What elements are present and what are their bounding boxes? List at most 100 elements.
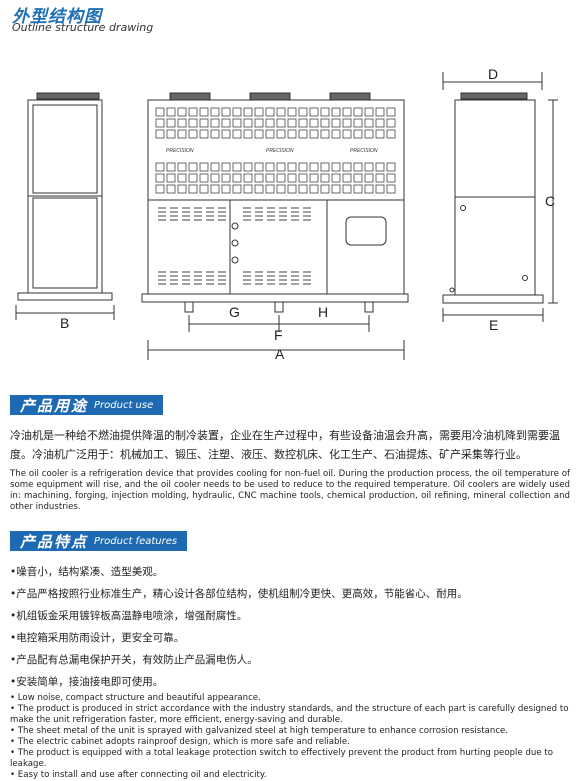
vent-cell [199,162,209,172]
vent-cell [320,118,330,128]
vent-cell [210,107,220,117]
vent-cell [188,173,198,183]
vent-cell [210,118,220,128]
vent-cell [364,107,374,117]
vent-cell [298,173,308,183]
product-features-banner: 产品特点 Product features [10,531,188,551]
vent-cell [353,162,363,172]
vent-cell [287,184,297,194]
vent-cell [177,129,187,139]
vent-cell [298,118,308,128]
front-view [141,92,409,360]
vent-cell [177,118,187,128]
vent-cell [166,129,176,139]
feature-item-en: • Low noise, compact structure and beaut… [10,693,261,703]
dimension-label-b: B [60,315,69,331]
product-features-title-cn: 产品特点 [20,532,89,551]
vent-cell [177,173,187,183]
vent-cell [276,129,286,139]
vent-cell [265,107,275,117]
vent-cell [331,162,341,172]
features-list-en: • Low noise, compact structure and beaut… [10,693,575,781]
vent-cell [364,173,374,183]
vent-cell [177,184,187,194]
product-use-text-en: The oil cooler is a refrigeration device… [10,469,570,512]
vent-cell [221,184,231,194]
vent-cell [199,107,209,117]
vent-cell [221,173,231,183]
vent-cell [320,184,330,194]
vent-cell [375,184,385,194]
vent-cell [166,107,176,117]
feature-item-en: • The sheet metal of the unit is sprayed… [10,726,509,736]
vent-cell [375,118,385,128]
page-title-en: Outline structure drawing [12,21,154,34]
vent-cell [298,184,308,194]
vent-cell [254,184,264,194]
louver-slots [158,207,311,285]
vent-cell [309,162,319,172]
vent-cell [331,173,341,183]
vent-grid [155,107,396,194]
vent-cell [287,162,297,172]
feature-item-cn: •产品严格按照行业标准生产，精心设计各部位结构，使机组制冷更快、更高效，节能省心… [10,588,468,600]
vent-cell [265,184,275,194]
brand-logo: PRECISION [266,148,294,154]
vent-cell [155,107,165,117]
vent-cell [298,162,308,172]
features-list-cn: •噪音小，结构紧凑、造型美观。 •产品严格按照行业标准生产，精心设计各部位结构，… [10,561,567,693]
vent-cell [331,184,341,194]
dimension-label-a: A [275,346,285,362]
vent-cell [342,107,352,117]
vent-cell [210,173,220,183]
dimension-label-c: C [545,193,555,209]
vent-cell [386,173,396,183]
vent-cell [188,162,198,172]
vent-cell [320,173,330,183]
brand-logo: PRECISION [166,148,194,154]
vent-cell [232,162,242,172]
feature-item-cn: •机组钣金采用镀锌板高温静电喷涂，增强耐腐性。 [10,610,248,622]
vent-cell [309,173,319,183]
vent-cell [199,118,209,128]
vent-cell [210,162,220,172]
vent-cell [276,162,286,172]
brand-logo: PRECISION [350,148,378,154]
vent-cell [177,162,187,172]
vent-cell [265,118,275,128]
vent-cell [221,107,231,117]
feature-item-en: • Easy to install and use after connecti… [10,770,267,780]
vent-cell [364,129,374,139]
vent-cell [155,173,165,183]
vent-cell [166,173,176,183]
vent-cell [364,184,374,194]
feature-item-cn: •安装简单，接油接电即可使用。 [10,676,164,688]
vent-cell [287,107,297,117]
vent-cell [276,107,286,117]
feature-item-en: • The electric cabinet adopts rainproof … [10,737,350,747]
vent-cell [386,118,396,128]
vent-cell [243,129,253,139]
vent-cell [254,129,264,139]
vent-cell [243,162,253,172]
product-features-title-en: Product features [94,535,178,547]
vent-cell [199,129,209,139]
vent-cell [353,129,363,139]
vent-cell [386,162,396,172]
vent-cell [210,184,220,194]
vent-cell [375,173,385,183]
vent-cell [353,173,363,183]
vent-cell [320,129,330,139]
vent-cell [166,162,176,172]
vent-cell [320,107,330,117]
vent-cell [375,107,385,117]
dimension-label-f: F [274,327,283,343]
vent-cell [342,118,352,128]
vent-cell [331,107,341,117]
vent-cell [342,162,352,172]
vent-cell [243,184,253,194]
vent-cell [386,107,396,117]
vent-cell [188,184,198,194]
product-use-text-cn: 冷油机是一种给不燃油提供降温的制冷装置，企业在生产过程中，有些设备油温会升高，需… [10,429,560,461]
vent-cell [287,129,297,139]
